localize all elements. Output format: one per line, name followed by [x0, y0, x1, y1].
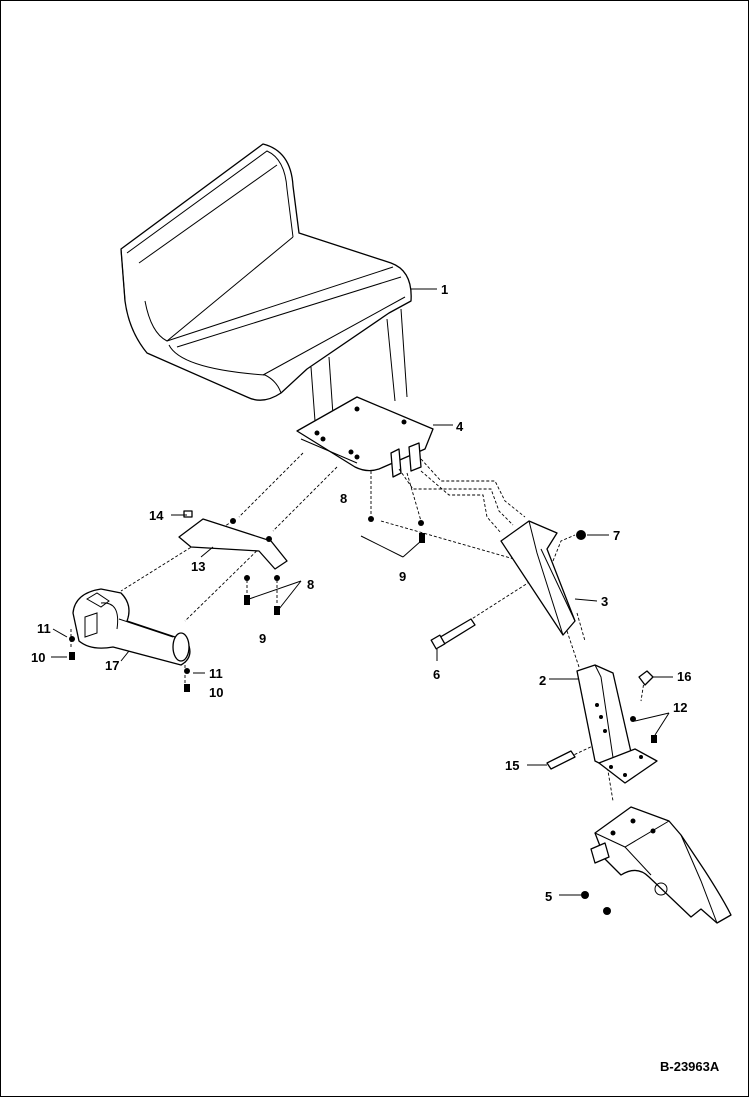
callout-9-plate: 9	[399, 569, 406, 584]
callout-11-left: 11	[37, 621, 51, 636]
callout-8-plate: 8	[340, 491, 347, 506]
drawing-reference-number: B-23963A	[660, 1059, 720, 1074]
callout-4: 4	[456, 419, 464, 434]
callout-13: 13	[191, 559, 205, 574]
callout-6: 6	[433, 667, 440, 682]
base-pedestal-part	[581, 806, 732, 924]
nut-16	[638, 670, 654, 686]
callout-15: 15	[505, 758, 519, 773]
callout-10-left: 10	[31, 650, 45, 665]
callout-11-right: 11	[209, 666, 223, 681]
callout-14: 14	[149, 508, 164, 523]
callout-17: 17	[105, 658, 119, 673]
callout-3: 3	[601, 594, 608, 609]
callout-9-bracket: 9	[259, 631, 266, 646]
callout-5: 5	[545, 889, 552, 904]
seat-part	[120, 143, 412, 422]
callout-10-right: 10	[209, 685, 223, 700]
callout-16: 16	[677, 669, 691, 684]
callout-1: 1	[441, 282, 448, 297]
cylinder-part	[72, 588, 191, 666]
callout-12: 12	[673, 700, 687, 715]
bracket-part	[178, 510, 288, 570]
upper-post-part	[500, 520, 576, 636]
nut-7	[576, 530, 586, 540]
pin-15	[546, 750, 576, 770]
mounting-plate-part	[296, 396, 434, 478]
callout-2: 2	[539, 673, 546, 688]
callout-8-bracket: 8	[307, 577, 314, 592]
lower-post-part	[576, 664, 658, 784]
fastener-group-bracket	[244, 575, 302, 615]
fastener-group-plate	[360, 516, 425, 558]
bolt-part	[430, 618, 476, 650]
callout-7: 7	[613, 528, 620, 543]
